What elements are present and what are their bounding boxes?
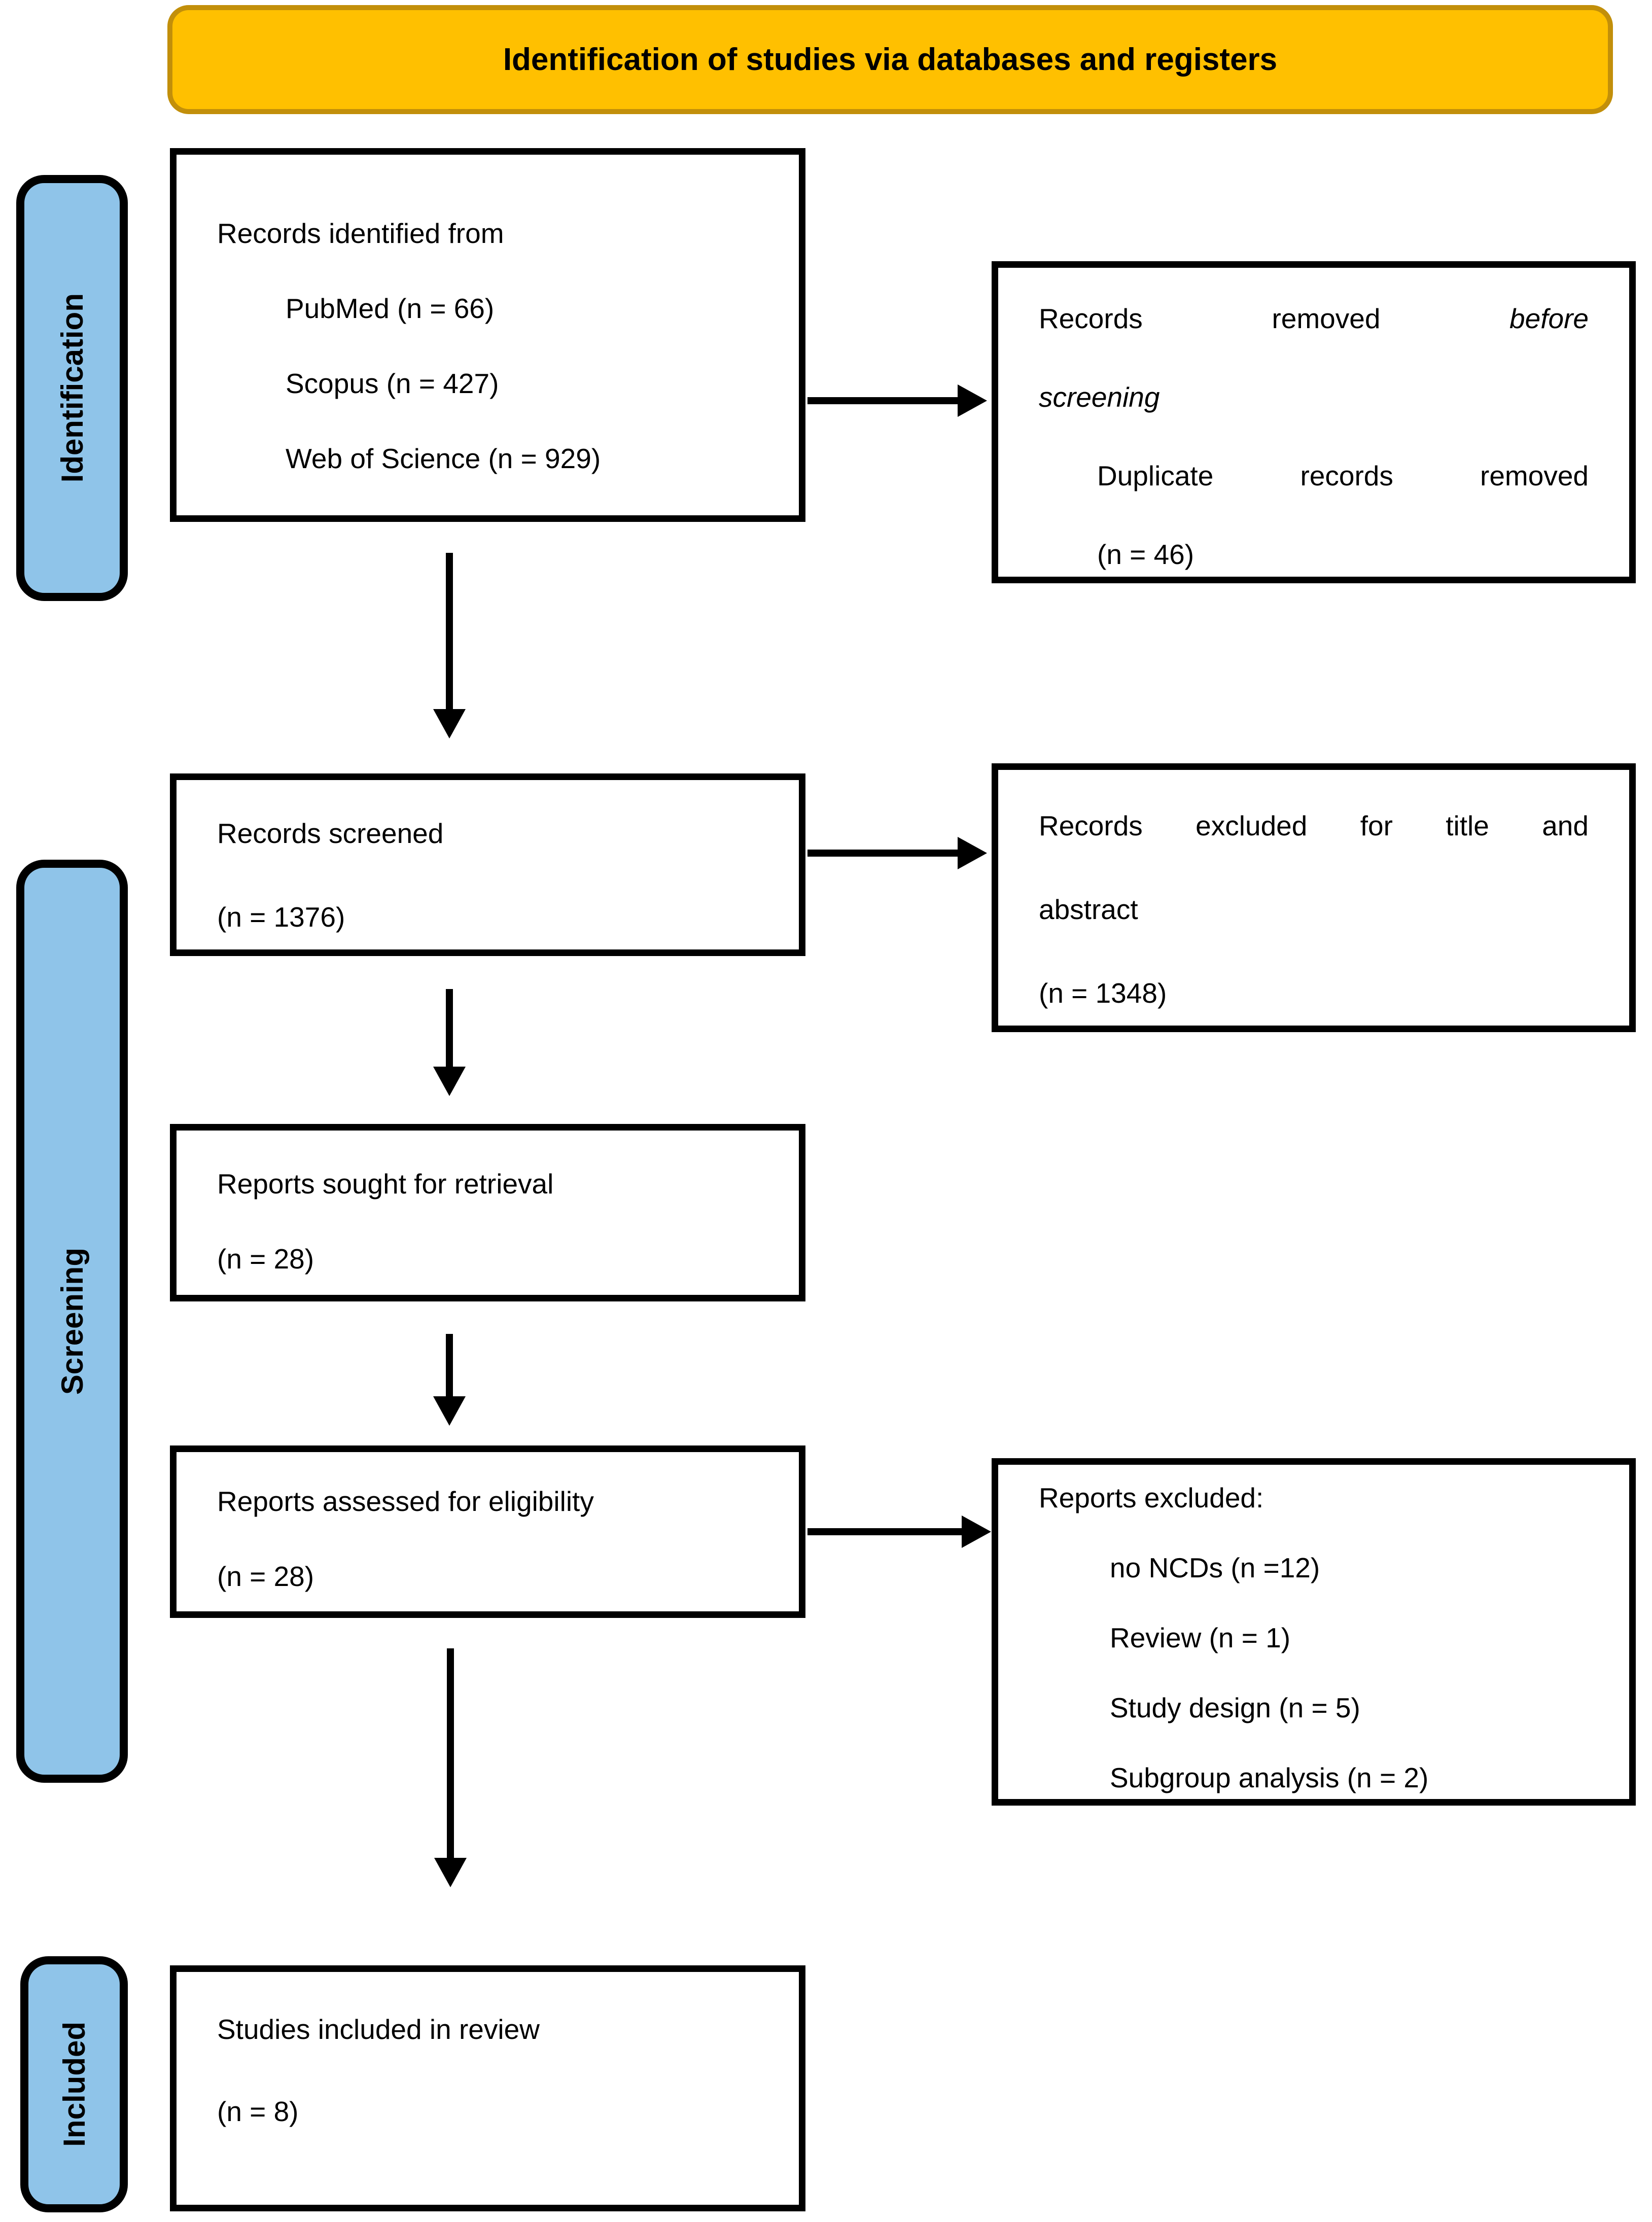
arrow-head-right-icon (958, 837, 987, 869)
arrow-line (447, 1648, 454, 1859)
arrow-line (446, 1334, 453, 1397)
box-records-removed-before-screening: Records removed before screening Duplica… (992, 261, 1636, 583)
box-records-identified: Records identified from PubMed (n = 66) … (170, 148, 805, 522)
excluded-title-abstract-line2: abstract (1039, 894, 1138, 925)
banner-identification-via-databases: Identification of studies via databases … (167, 5, 1613, 114)
word-excluded: excluded (1196, 810, 1308, 841)
source-scopus: Scopus (n = 427) (286, 368, 499, 399)
duplicate-records-removed-line: Duplicate records removed (1097, 458, 1589, 493)
arrow-line (807, 1528, 963, 1535)
reason-subgroup-analysis: Subgroup analysis (n = 2) (1110, 1762, 1429, 1793)
reports-sought-title: Reports sought for retrieval (217, 1168, 554, 1200)
records-screened-count: (n = 1376) (217, 901, 345, 933)
arrow-line (446, 989, 453, 1068)
reason-review: Review (n = 1) (1110, 1622, 1291, 1653)
removed-before-screening-line1: Records removed before (1039, 301, 1589, 336)
arrow-head-right-icon (962, 1515, 991, 1548)
stage-label-screening: Screening (55, 1247, 89, 1395)
word-records: Records (1039, 810, 1143, 841)
word-removed: removed (1480, 460, 1589, 491)
box-records-excluded-title-abstract: Records excluded for title and abstract … (992, 763, 1636, 1032)
excluded-title-abstract-line1: Records excluded for title and (1039, 808, 1589, 843)
stage-label-included: Included (57, 2022, 91, 2147)
arrow-line (807, 850, 959, 857)
reason-study-design: Study design (n = 5) (1110, 1692, 1360, 1723)
box-reports-sought: Reports sought for retrieval (n = 28) (170, 1124, 805, 1301)
stage-bar-included: Included (20, 1956, 128, 2212)
stage-bar-screening: Screening (16, 860, 128, 1783)
reports-sought-count: (n = 28) (217, 1243, 314, 1275)
word-for: for (1360, 810, 1393, 841)
reports-assessed-title: Reports assessed for eligibility (217, 1486, 594, 1517)
reports-assessed-count: (n = 28) (217, 1561, 314, 1592)
box-studies-included: Studies included in review (n = 8) (170, 1965, 805, 2211)
box-reports-excluded: Reports excluded: no NCDs (n =12) Review… (992, 1458, 1636, 1806)
stage-label-identification: Identification (55, 293, 89, 483)
source-web-of-science: Web of Science (n = 929) (286, 443, 601, 474)
box-reports-assessed: Reports assessed for eligibility (n = 28… (170, 1445, 805, 1618)
arrow-head-right-icon (958, 384, 987, 417)
arrow-head-down-icon (434, 1858, 467, 1887)
word-removed: removed (1272, 303, 1381, 334)
word-before: before (1509, 303, 1589, 334)
arrow-head-down-icon (433, 1396, 466, 1426)
word-records: Records (1039, 303, 1143, 334)
banner-title: Identification of studies via databases … (503, 42, 1278, 77)
arrow-head-down-icon (433, 1067, 466, 1096)
reports-excluded-title: Reports excluded: (1039, 1482, 1264, 1513)
word-records: records (1300, 460, 1393, 491)
studies-included-title: Studies included in review (217, 2014, 540, 2045)
removed-before-screening-line2: screening (1039, 381, 1160, 413)
source-pubmed: PubMed (n = 66) (286, 293, 495, 324)
studies-included-count: (n = 8) (217, 2096, 299, 2127)
arrow-line (807, 397, 959, 404)
records-screened-title: Records screened (217, 818, 444, 849)
word-duplicate: Duplicate (1097, 460, 1214, 491)
reason-no-ncds: no NCDs (n =12) (1110, 1552, 1320, 1583)
arrow-line (446, 553, 453, 710)
word-and: and (1542, 810, 1589, 841)
arrow-head-down-icon (433, 709, 466, 738)
word-title: title (1446, 810, 1489, 841)
records-identified-title: Records identified from (217, 218, 504, 249)
box-records-screened: Records screened (n = 1376) (170, 773, 805, 956)
duplicates-count: (n = 46) (1097, 539, 1194, 570)
stage-bar-identification: Identification (16, 175, 128, 601)
excluded-title-abstract-count: (n = 1348) (1039, 977, 1167, 1009)
